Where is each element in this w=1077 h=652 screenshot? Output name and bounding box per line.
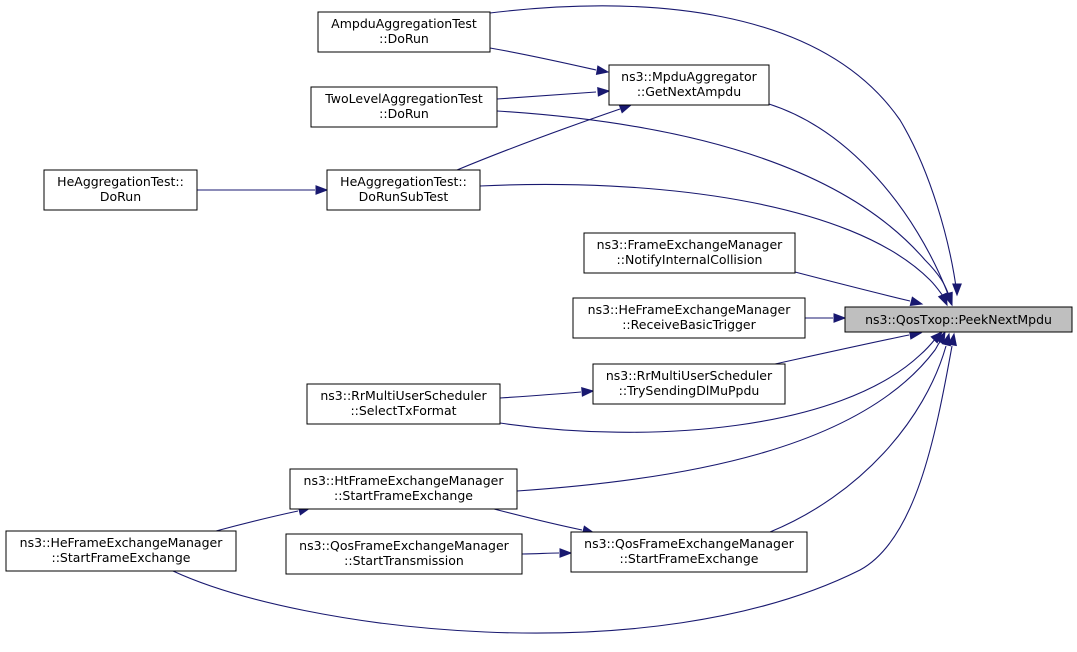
node-he-dorun-label-2: DoRun [100,189,141,204]
node-hefem-trigger-label-2: ::ReceiveBasicTrigger [622,317,756,332]
node-qosfem-start-label-1: ns3::QosFrameExchangeManager [584,536,794,551]
node-rr-select-label-2: ::SelectTxFormat [350,403,456,418]
node-twolevel-test[interactable]: TwoLevelAggregationTest ::DoRun [310,86,498,128]
node-he-dorun-label-1: HeAggregationTest:: [57,174,184,189]
node-ampdu-test-label-1: AmpduAggregationTest [331,16,477,31]
edge-hefem-start-to-htfem-start [215,506,312,532]
edge-htfem-start-to-peek [516,330,946,492]
edge-he-subtest-to-peek [479,183,948,307]
edge-twolevel-to-mpdu-agg [496,86,611,100]
edge-fem-notify-to-peek [794,271,924,306]
node-htfem-start-label-2: ::StartFrameExchange [334,488,473,503]
node-hefem-start-label-2: ::StartFrameExchange [52,550,191,565]
node-rr-select[interactable]: ns3::RrMultiUserScheduler ::SelectTxForm… [306,383,501,425]
node-hefem-trigger-label-1: ns3::HeFrameExchangeManager [588,302,792,317]
edge-ampdu-test-to-peek [489,5,962,297]
node-he-subtest-label-2: DoRunSubTest [359,189,449,204]
node-rr-try[interactable]: ns3::RrMultiUserScheduler ::TrySendingDl… [592,363,786,405]
edge-qosfem-start-to-peek [769,332,951,533]
node-peek-label: ns3::QosTxop::PeekNextMpdu [865,312,1052,327]
node-ampdu-test-label-2: ::DoRun [379,31,429,46]
node-htfem-start[interactable]: ns3::HtFrameExchangeManager ::StartFrame… [289,468,518,510]
node-qosfem-tx-label-2: ::StartTransmission [344,553,464,568]
node-he-subtest-label-1: HeAggregationTest:: [340,174,467,189]
node-mpdu-aggregator-label-1: ns3::MpduAggregator [621,69,758,84]
edge-hefem-trigger-to-peek [805,313,847,323]
node-htfem-start-label-1: ns3::HtFrameExchangeManager [304,473,505,488]
node-hefem-trigger[interactable]: ns3::HeFrameExchangeManager ::ReceiveBas… [572,297,806,339]
edges-layer [172,5,962,634]
node-he-dorun[interactable]: HeAggregationTest:: DoRun [43,169,198,211]
node-hefem-start-label-1: ns3::HeFrameExchangeManager [20,535,224,550]
node-qosfem-start-label-2: ::StartFrameExchange [620,551,759,566]
node-qosfem-tx-label-1: ns3::QosFrameExchangeManager [299,538,509,553]
node-rr-try-label-1: ns3::RrMultiUserScheduler [606,368,773,383]
node-fem-notify-label-1: ns3::FrameExchangeManager [597,237,783,252]
edge-rr-select-to-rr-try [499,387,595,399]
edge-htfem-start-to-qosfem-start [493,508,596,535]
node-he-subtest[interactable]: HeAggregationTest:: DoRunSubTest [326,169,481,211]
node-mpdu-aggregator-label-2: ::GetNextAmpdu [637,84,741,99]
node-fem-notify-label-2: ::NotifyInternalCollision [617,252,763,267]
node-twolevel-test-label-1: TwoLevelAggregationTest [324,91,483,106]
edge-qosfem-tx-to-qosfem-start [521,548,573,558]
node-qosfem-tx[interactable]: ns3::QosFrameExchangeManager ::StartTran… [285,533,523,575]
node-twolevel-test-label-2: ::DoRun [379,106,429,121]
node-qosfem-start[interactable]: ns3::QosFrameExchangeManager ::StartFram… [570,531,808,573]
edge-he-dorun-to-he-subtest [196,185,329,195]
node-peek[interactable]: ns3::QosTxop::PeekNextMpdu [844,306,1073,333]
edge-ampdu-test-to-mpdu-agg [489,47,610,75]
node-mpdu-aggregator[interactable]: ns3::MpduAggregator ::GetNextAmpdu [608,64,770,106]
node-ampdu-test[interactable]: AmpduAggregationTest ::DoRun [317,11,491,53]
node-hefem-start[interactable]: ns3::HeFrameExchangeManager ::StartFrame… [5,530,237,572]
node-fem-notify[interactable]: ns3::FrameExchangeManager ::NotifyIntern… [583,232,796,274]
edge-twolevel-to-peek [496,110,953,306]
node-rr-select-label-1: ns3::RrMultiUserScheduler [320,388,487,403]
node-rr-try-label-2: ::TrySendingDlMuPpdu [619,383,760,398]
